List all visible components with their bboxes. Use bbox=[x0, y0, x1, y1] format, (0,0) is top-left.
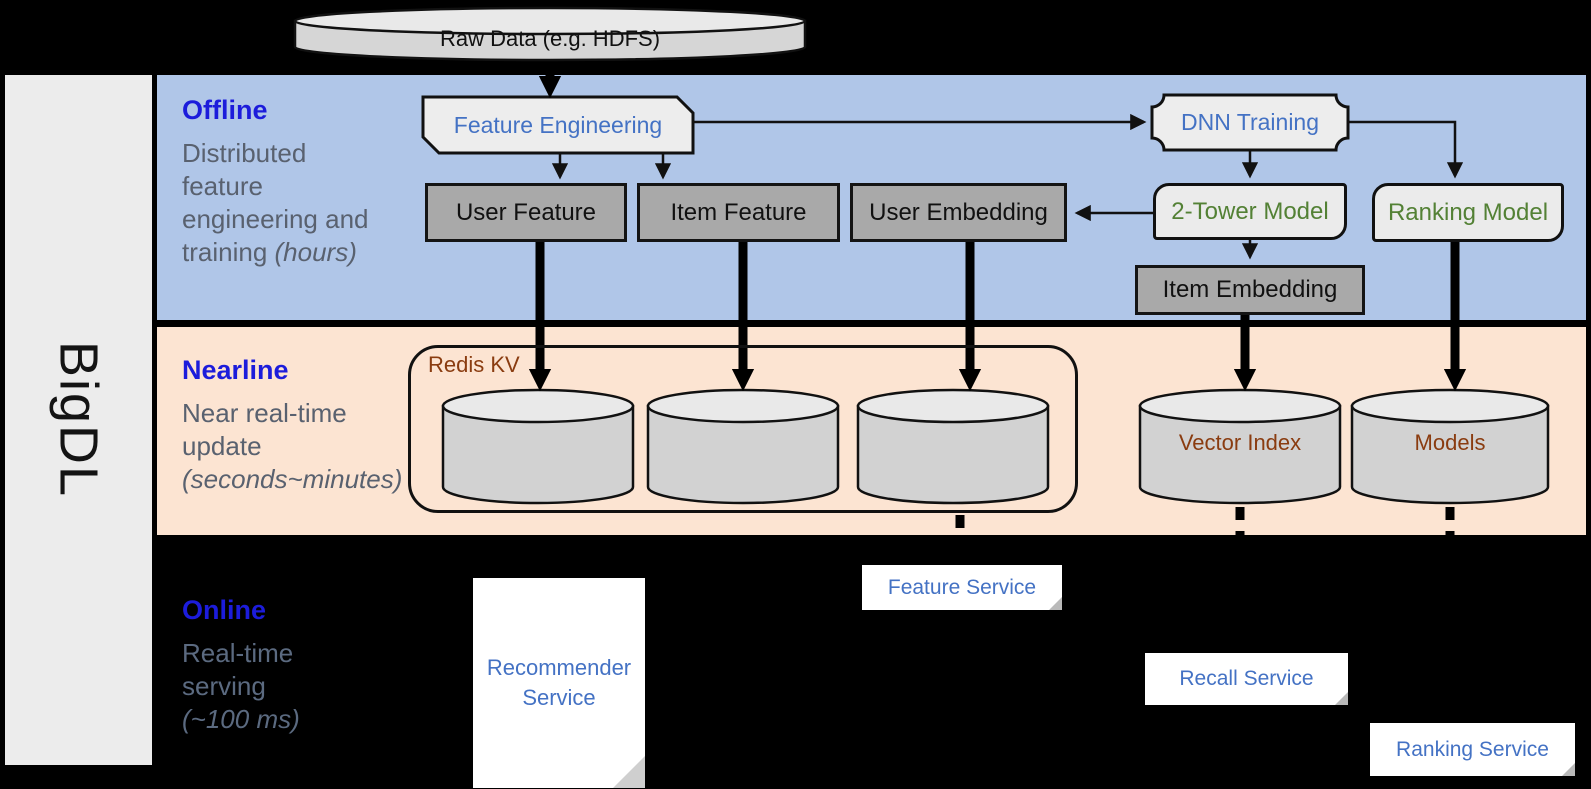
offline-duration: (hours) bbox=[274, 237, 357, 267]
nearline-duration: (seconds~minutes) bbox=[182, 464, 403, 494]
corner-fold-icon bbox=[1335, 692, 1348, 705]
user-embedding-label: User Embedding bbox=[869, 198, 1048, 226]
bigdl-sidebar: BigDL bbox=[5, 75, 152, 765]
models-label: Models bbox=[1414, 430, 1486, 455]
nearline-section-label: Nearline Near real-time update (seconds~… bbox=[182, 355, 422, 496]
user-embedding-node: User Embedding bbox=[850, 183, 1067, 242]
user-feature-node: User Feature bbox=[425, 183, 627, 242]
dnn-training-label: DNN Training bbox=[1180, 109, 1320, 135]
online-section-label: Online Real-time serving (~100 ms) bbox=[182, 595, 417, 736]
ranking-service-node: Ranking Service bbox=[1370, 723, 1575, 776]
item-embedding-node: Item Embedding bbox=[1135, 265, 1365, 315]
item-embedding-label: Item Embedding bbox=[1162, 276, 1338, 303]
ranking-service-label: Ranking Service bbox=[1396, 737, 1549, 761]
item-feature-label: Item Feature bbox=[670, 198, 807, 226]
two-tower-model-node: 2-Tower Model bbox=[1153, 183, 1347, 240]
recommender-service-label: Recommender Service bbox=[486, 655, 632, 710]
offline-description-text: Distributed feature engineering and trai… bbox=[182, 138, 369, 267]
bigdl-logo: BigDL bbox=[48, 341, 109, 499]
feature-service-node: Feature Service bbox=[862, 565, 1062, 610]
raw-data-label: Raw Data (e.g. HDFS) bbox=[439, 26, 661, 51]
feature-engineering-label: Feature Engineering bbox=[453, 111, 663, 138]
redis-kv-label: Redis KV bbox=[428, 352, 520, 377]
corner-fold-icon bbox=[1049, 597, 1062, 610]
nearline-title: Nearline bbox=[182, 355, 289, 385]
nearline-description-text: Near real-time update bbox=[182, 398, 347, 461]
user-feature-label: User Feature bbox=[455, 198, 597, 226]
online-description: Real-time serving (~100 ms) bbox=[182, 637, 417, 736]
ranking-model-label: Ranking Model bbox=[1387, 198, 1549, 226]
offline-title: Offline bbox=[182, 95, 268, 125]
nearline-description: Near real-time update (seconds~minutes) bbox=[182, 397, 422, 496]
ranking-model-node: Ranking Model bbox=[1372, 183, 1564, 242]
offline-section-label: Offline Distributed feature engineering … bbox=[182, 95, 417, 269]
recommender-service-node: Recommender Service bbox=[473, 578, 645, 788]
online-title: Online bbox=[182, 595, 267, 625]
recall-service-node: Recall Service bbox=[1145, 653, 1348, 705]
dnn-training-node: DNN Training bbox=[1152, 95, 1348, 150]
item-feature-node: Item Feature bbox=[637, 183, 840, 242]
recall-service-label: Recall Service bbox=[1179, 667, 1314, 690]
corner-fold-icon bbox=[1562, 763, 1575, 776]
online-duration: (~100 ms) bbox=[182, 704, 300, 734]
feature-service-label: Feature Service bbox=[887, 575, 1037, 599]
two-tower-model-label: 2-Tower Model bbox=[1171, 197, 1329, 225]
vector-index-label: Vector Index bbox=[1178, 430, 1302, 455]
feature-engineering-node: Feature Engineering bbox=[423, 97, 693, 153]
corner-fold-icon bbox=[613, 756, 645, 788]
online-description-text: Real-time serving bbox=[182, 638, 294, 701]
offline-description: Distributed feature engineering and trai… bbox=[182, 137, 417, 269]
